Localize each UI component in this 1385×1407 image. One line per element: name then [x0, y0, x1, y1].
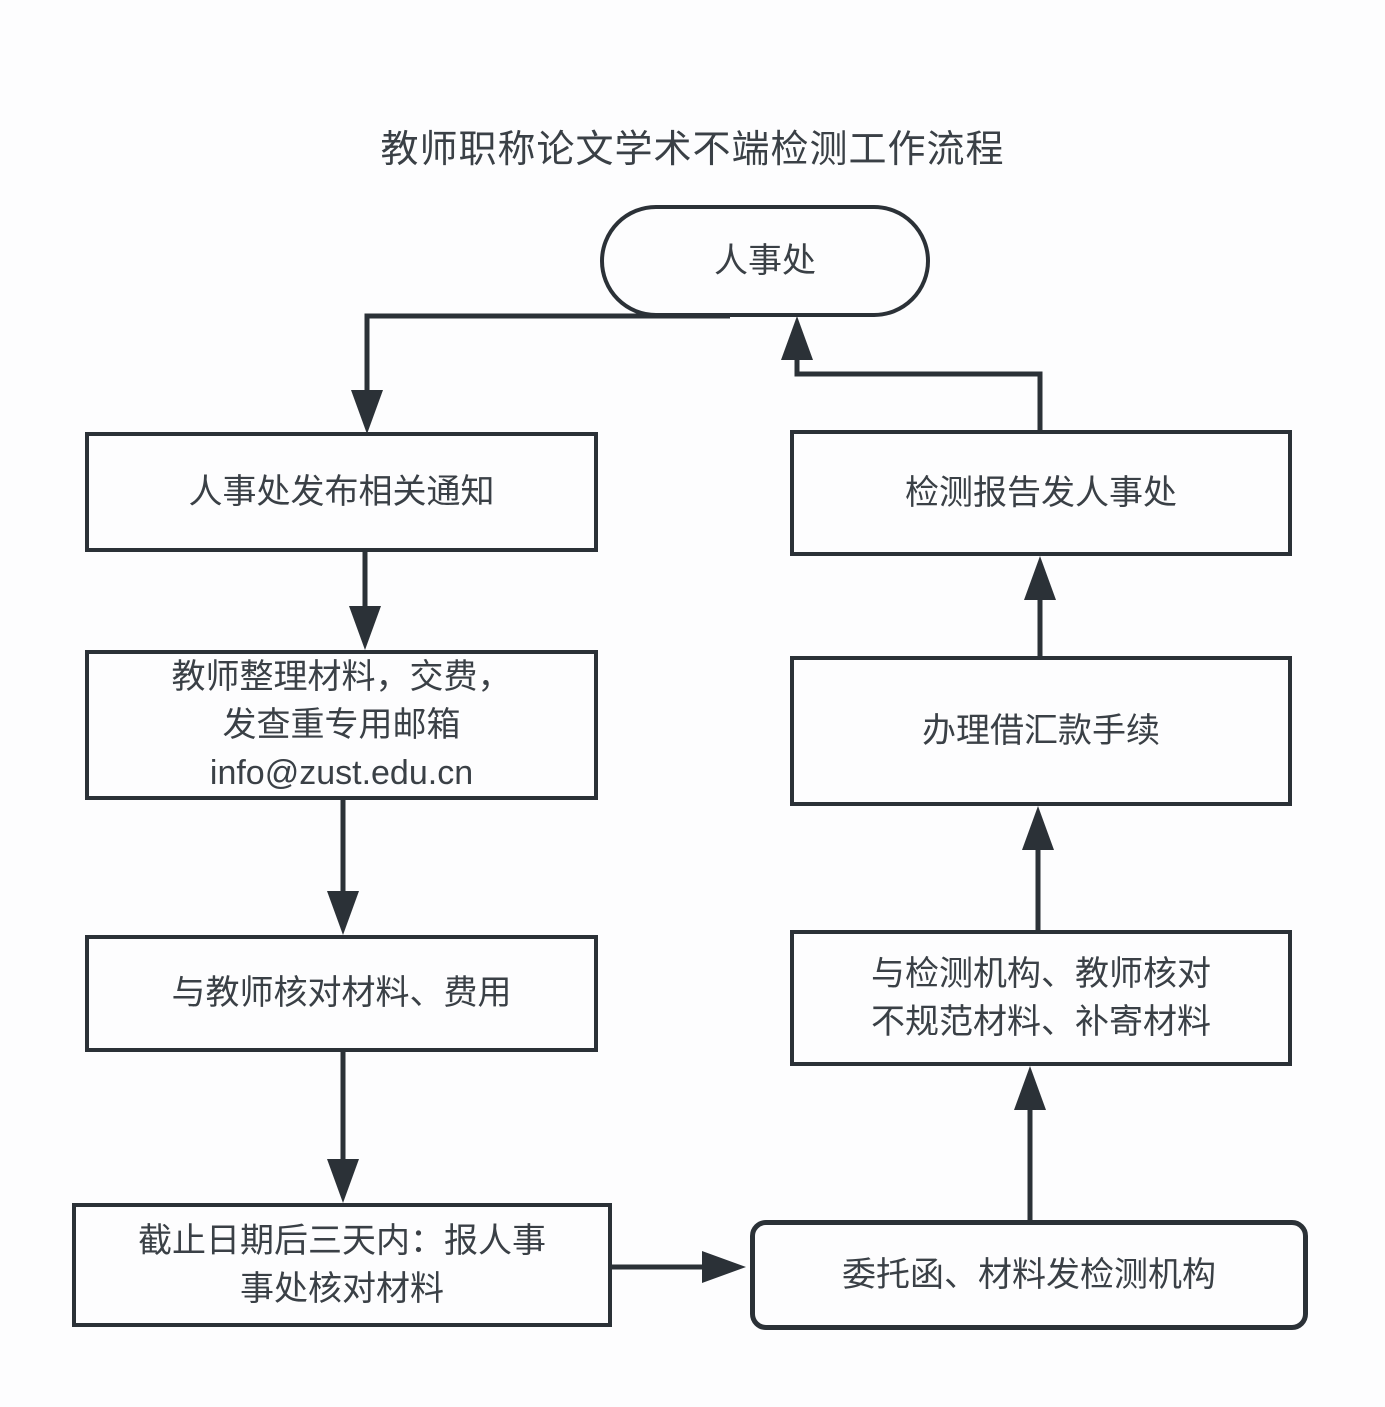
node-publish-notice: 人事处发布相关通知 [85, 432, 598, 552]
page-title: 教师职称论文学术不端检测工作流程 [380, 129, 1005, 171]
node-label: 办理借汇款手续 [922, 711, 1160, 750]
arrow-check-to-deadline [327, 1052, 359, 1203]
arrow-materials-to-check [327, 800, 359, 935]
node-start-personnel-dept: 人事处 [600, 205, 930, 317]
arrow-remittance-to-report [1024, 556, 1056, 656]
node-label: 人事处 [714, 241, 816, 280]
node-label-line: 截止日期后三天内：报人事 [138, 1221, 546, 1260]
node-label-line: 事处核对材料 [240, 1270, 444, 1308]
node-label-line: 不规范材料、补寄材料 [871, 1003, 1211, 1041]
node-label: 检测报告发人事处 [905, 473, 1177, 512]
node-report-to-hr: 检测报告发人事处 [790, 430, 1292, 556]
node-label-line: 发查重专用邮箱 [222, 705, 461, 744]
node-teacher-materials: 教师整理材料，交费， 发查重专用邮箱 info@zust.edu.cn [85, 650, 598, 800]
node-remittance-procedure: 办理借汇款手续 [790, 656, 1292, 806]
node-label-line: 与检测机构、教师核对 [871, 954, 1211, 993]
node-send-to-agency: 委托函、材料发检测机构 [750, 1220, 1308, 1330]
node-label: 委托函、材料发检测机构 [842, 1255, 1216, 1294]
node-check-with-teacher: 与教师核对材料、费用 [85, 935, 598, 1052]
node-label-line-email: info@zust.edu.cn [209, 754, 474, 793]
node-label-line: 教师整理材料，交费， [171, 657, 512, 696]
arrow-notice-to-materials [349, 552, 381, 650]
arrow-deadline-to-agency [612, 1251, 746, 1283]
node-verify-with-agency: 与检测机构、教师核对 不规范材料、补寄材料 [790, 930, 1292, 1066]
node-label: 人事处发布相关通知 [188, 472, 495, 511]
node-deadline-report: 截止日期后三天内：报人事 事处核对材料 [72, 1203, 612, 1327]
node-label: 与教师核对材料、费用 [171, 974, 512, 1013]
arrow-report-to-start [781, 316, 1043, 430]
arrow-verify-to-remittance [1022, 806, 1054, 930]
arrow-start-to-notice [351, 313, 730, 434]
arrow-agency-to-verify [1014, 1066, 1046, 1220]
